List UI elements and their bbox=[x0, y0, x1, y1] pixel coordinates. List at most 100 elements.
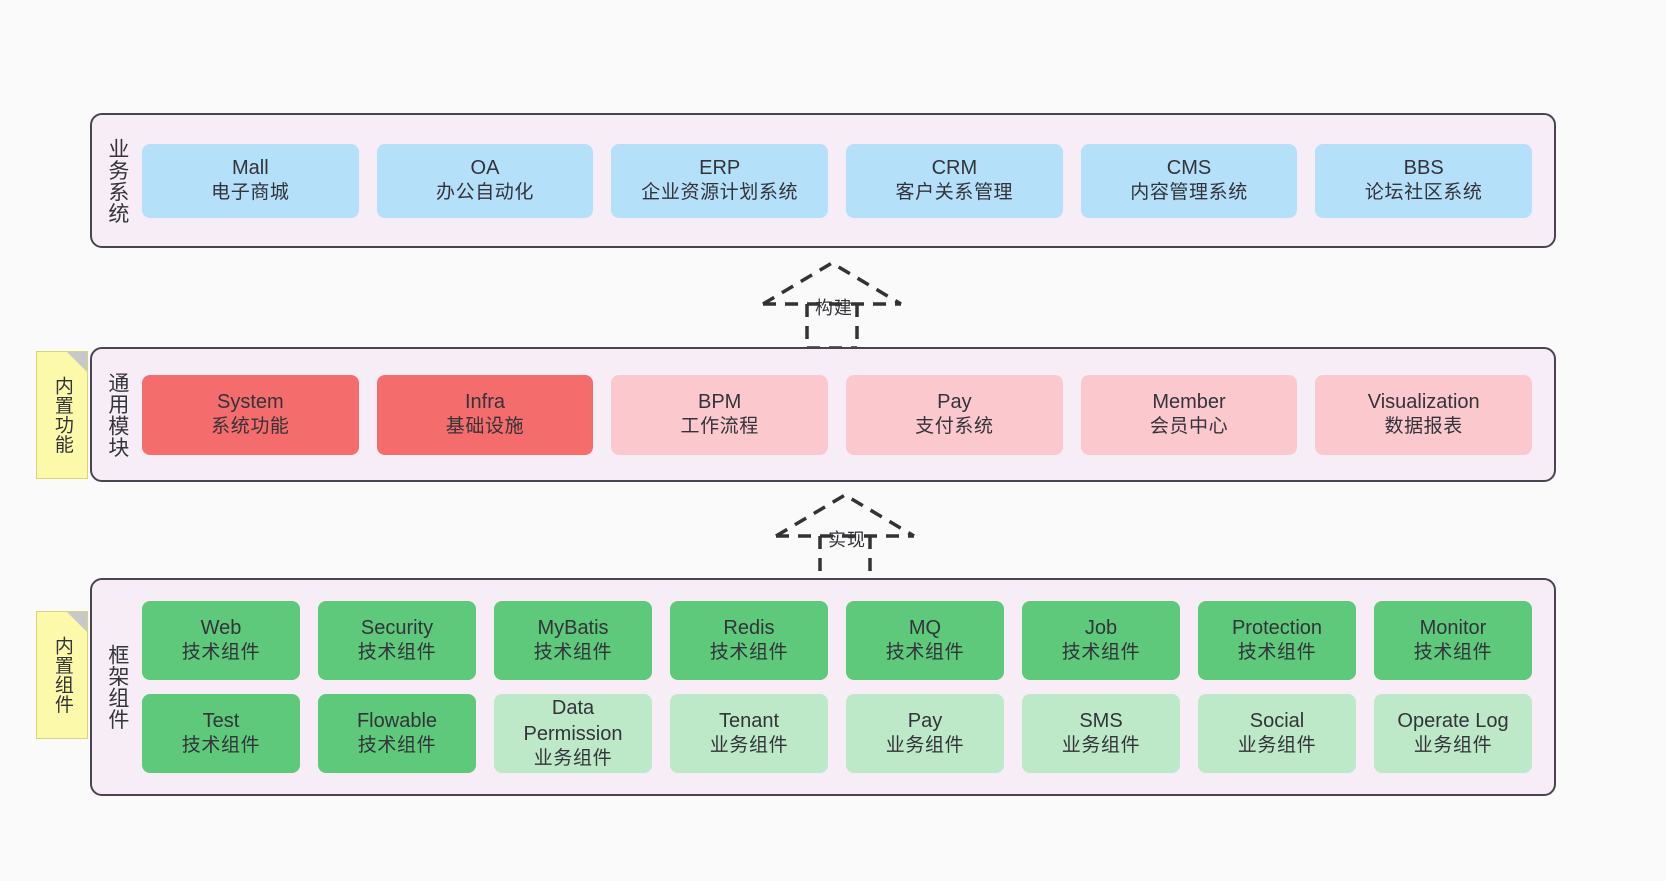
note-builtin-components: 内置组件 bbox=[36, 611, 88, 739]
card-title: BPM bbox=[698, 390, 742, 413]
card-title: Infra bbox=[464, 390, 506, 413]
card-title: CMS bbox=[1166, 156, 1212, 179]
arrow-label-build: 构建 bbox=[815, 298, 853, 318]
card-subtitle: 数据报表 bbox=[1384, 416, 1463, 438]
card-title: Social bbox=[1249, 709, 1305, 732]
card-bpm[interactable]: BPM 工作流程 bbox=[611, 374, 829, 455]
card-infra[interactable]: Infra 基础设施 bbox=[376, 374, 594, 455]
card-subtitle: 电子商城 bbox=[211, 182, 290, 204]
card-subtitle: 技术组件 bbox=[181, 735, 261, 757]
card-mybatis[interactable]: MyBatis 技术组件 bbox=[494, 601, 652, 680]
card-row-business: Test 技术组件 Flowable 技术组件 Data Permission … bbox=[142, 694, 1532, 773]
card-title: Pay bbox=[937, 390, 972, 413]
card-subtitle: 技术组件 bbox=[709, 642, 789, 664]
note-text: 内置组件 bbox=[51, 636, 73, 714]
card-title: Test bbox=[202, 709, 240, 732]
card-redis[interactable]: Redis 技术组件 bbox=[670, 601, 828, 680]
note-text: 内置功能 bbox=[51, 376, 73, 454]
card-mq[interactable]: MQ 技术组件 bbox=[846, 601, 1004, 680]
card-subtitle: 技术组件 bbox=[357, 642, 437, 664]
card-data-permission[interactable]: Data Permission 业务组件 bbox=[494, 694, 652, 773]
card-subtitle: 会员中心 bbox=[1149, 416, 1229, 438]
band-body-framework-components: Web 技术组件 Security 技术组件 MyBatis 技术组件 Redi… bbox=[138, 580, 1554, 794]
note-fold-corner-icon bbox=[67, 612, 87, 632]
card-subtitle: 技术组件 bbox=[357, 735, 437, 757]
band-common-modules: 通用模块 System 系统功能 Infra 基础设施 BPM 工作流程 Pay… bbox=[90, 347, 1556, 482]
card-subtitle: 客户关系管理 bbox=[895, 182, 1014, 204]
band-label-framework-components: 框架组件 bbox=[105, 644, 129, 730]
card-title: Operate Log bbox=[1397, 709, 1509, 732]
card-subtitle: 技术组件 bbox=[1237, 642, 1317, 664]
card-title: Member bbox=[1152, 390, 1226, 413]
card-pay[interactable]: Pay 支付系统 bbox=[846, 374, 1063, 455]
card-title: Job bbox=[1084, 616, 1118, 639]
arrow-head-triangle-icon bbox=[762, 260, 902, 306]
card-crm[interactable]: CRM 客户关系管理 bbox=[846, 143, 1063, 218]
card-title: Pay bbox=[907, 709, 943, 732]
card-subtitle: 业务组件 bbox=[709, 735, 789, 757]
card-title: ERP bbox=[699, 156, 741, 179]
card-erp[interactable]: ERP 企业资源计划系统 bbox=[611, 143, 829, 218]
card-subtitle: 内容管理系统 bbox=[1130, 182, 1248, 204]
card-subtitle: 企业资源计划系统 bbox=[641, 182, 799, 204]
card-title: BBS bbox=[1403, 156, 1444, 179]
card-member[interactable]: Member 会员中心 bbox=[1080, 374, 1298, 455]
card-subtitle: 办公自动化 bbox=[436, 182, 535, 204]
card-row: Mall 电子商城 OA 办公自动化 ERP 企业资源计划系统 CRM 客户关系… bbox=[142, 143, 1533, 218]
card-subtitle: 业务组件 bbox=[885, 735, 965, 757]
card-pay-business[interactable]: Pay 业务组件 bbox=[846, 694, 1004, 773]
card-subtitle: 技术组件 bbox=[181, 642, 261, 664]
card-subtitle: 技术组件 bbox=[885, 642, 965, 664]
card-oa[interactable]: OA 办公自动化 bbox=[376, 143, 594, 218]
card-title: Redis bbox=[723, 616, 775, 639]
card-subtitle: 技术组件 bbox=[533, 642, 613, 664]
band-business-systems: 业务系统 Mall 电子商城 OA 办公自动化 ERP 企业资源计划系统 CRM… bbox=[90, 113, 1556, 248]
card-monitor[interactable]: Monitor 技术组件 bbox=[1374, 601, 1532, 680]
card-row: System 系统功能 Infra 基础设施 BPM 工作流程 Pay 支付系统… bbox=[142, 374, 1533, 455]
arrow-label-implement: 实现 bbox=[828, 530, 866, 550]
card-subtitle: 支付系统 bbox=[915, 416, 994, 438]
card-web[interactable]: Web 技术组件 bbox=[142, 601, 300, 680]
card-visualization[interactable]: Visualization 数据报表 bbox=[1315, 374, 1533, 455]
arrow-implement: 实现 bbox=[770, 490, 920, 582]
card-title: Data Permission bbox=[523, 697, 623, 745]
card-tenant[interactable]: Tenant 业务组件 bbox=[670, 694, 828, 773]
card-title: OA bbox=[470, 156, 500, 179]
card-bbs[interactable]: BBS 论坛社区系统 bbox=[1315, 143, 1533, 218]
card-title: Visualization bbox=[1367, 390, 1480, 413]
card-subtitle: 论坛社区系统 bbox=[1364, 182, 1483, 204]
card-subtitle: 基础设施 bbox=[445, 416, 525, 438]
card-title: SMS bbox=[1079, 709, 1123, 732]
card-test[interactable]: Test 技术组件 bbox=[142, 694, 300, 773]
band-label-business-systems: 业务系统 bbox=[105, 137, 129, 224]
card-protection[interactable]: Protection 技术组件 bbox=[1198, 601, 1356, 680]
card-title: Tenant bbox=[718, 709, 780, 732]
card-title: Monitor bbox=[1419, 616, 1487, 639]
note-builtin-features: 内置功能 bbox=[36, 351, 88, 479]
card-subtitle: 技术组件 bbox=[1413, 642, 1493, 664]
card-job[interactable]: Job 技术组件 bbox=[1022, 601, 1180, 680]
card-row-tech: Web 技术组件 Security 技术组件 MyBatis 技术组件 Redi… bbox=[142, 601, 1532, 680]
card-subtitle: 业务组件 bbox=[1061, 735, 1141, 757]
card-title: Protection bbox=[1231, 616, 1323, 639]
card-subtitle: 系统功能 bbox=[211, 416, 290, 438]
card-sms[interactable]: SMS 业务组件 bbox=[1022, 694, 1180, 773]
card-subtitle: 业务组件 bbox=[1413, 735, 1493, 757]
card-cms[interactable]: CMS 内容管理系统 bbox=[1080, 143, 1298, 218]
card-operate-log[interactable]: Operate Log 业务组件 bbox=[1374, 694, 1532, 773]
card-subtitle: 技术组件 bbox=[1061, 642, 1141, 664]
card-security[interactable]: Security 技术组件 bbox=[318, 601, 476, 680]
band-label-common-modules: 通用模块 bbox=[105, 371, 129, 458]
band-framework-components: 框架组件 Web 技术组件 Security 技术组件 MyBatis 技术组件… bbox=[90, 578, 1556, 796]
card-subtitle: 业务组件 bbox=[533, 747, 613, 769]
card-subtitle: 工作流程 bbox=[680, 416, 759, 438]
band-body-common-modules: System 系统功能 Infra 基础设施 BPM 工作流程 Pay 支付系统… bbox=[138, 349, 1554, 480]
card-mall[interactable]: Mall 电子商城 bbox=[142, 143, 359, 218]
card-flowable[interactable]: Flowable 技术组件 bbox=[318, 694, 476, 773]
card-system[interactable]: System 系统功能 bbox=[142, 374, 359, 455]
card-social[interactable]: Social 业务组件 bbox=[1198, 694, 1356, 773]
arrow-head-triangle-icon bbox=[775, 492, 915, 538]
card-title: Web bbox=[200, 616, 242, 639]
card-title: Flowable bbox=[356, 709, 438, 732]
card-title: MQ bbox=[908, 616, 942, 639]
